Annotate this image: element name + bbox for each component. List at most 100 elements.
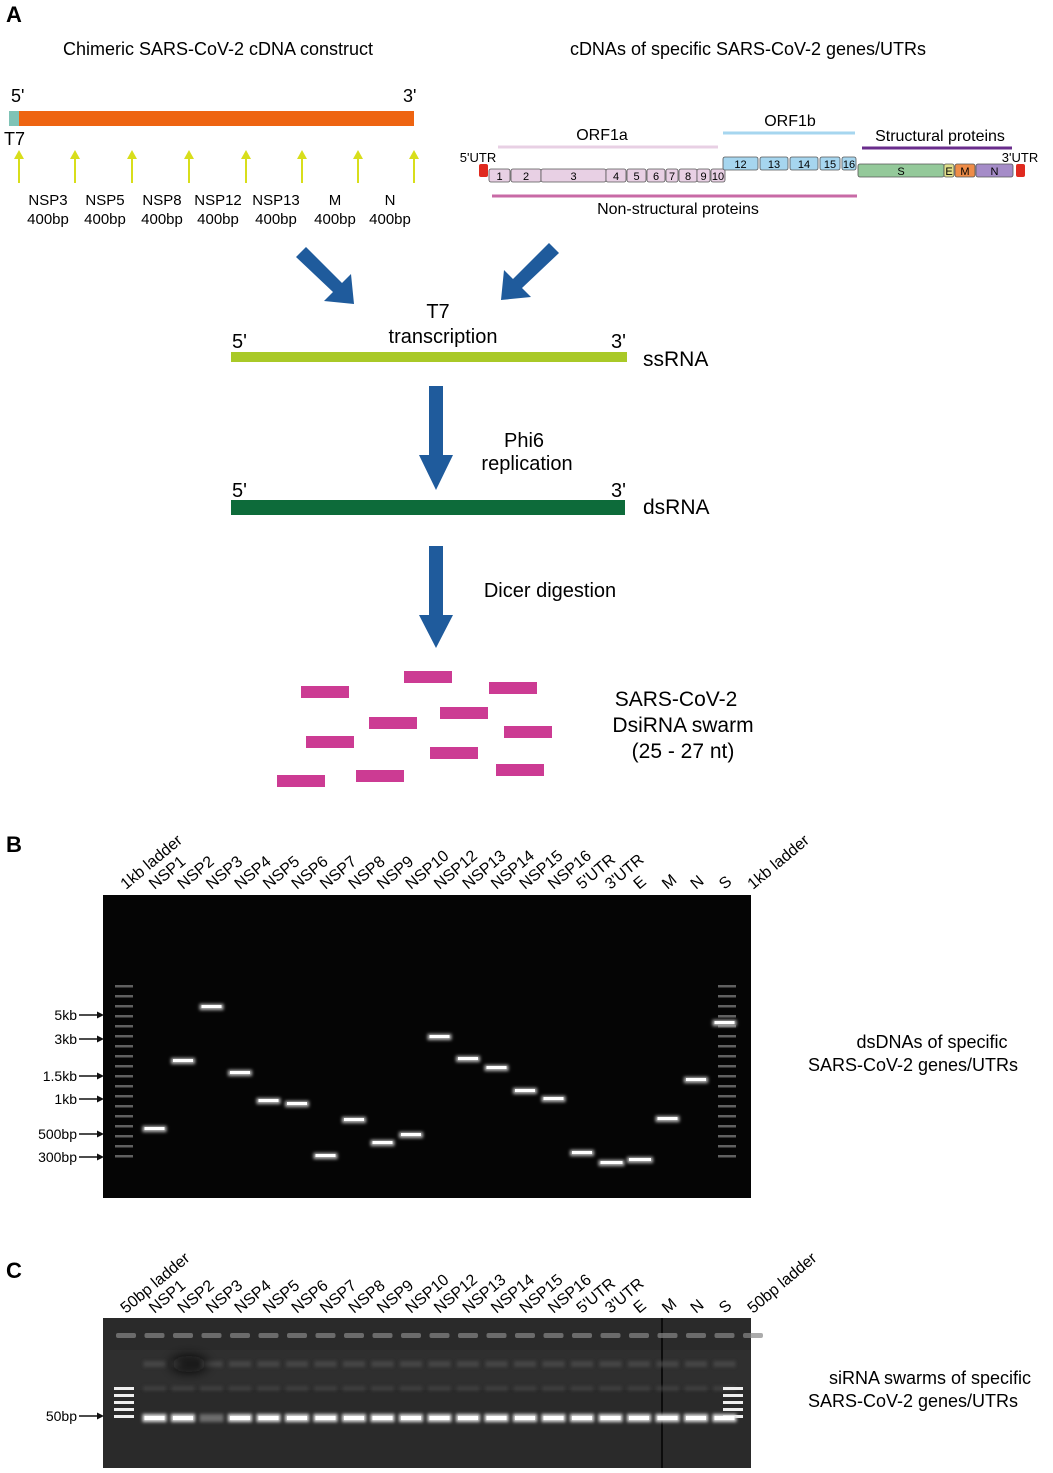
smear-band bbox=[628, 1386, 650, 1391]
lane-label-50bp-ladder: 50bp ladder bbox=[745, 1249, 821, 1317]
size-marker-arrowhead bbox=[97, 1130, 104, 1138]
sirna-fragment bbox=[277, 775, 325, 787]
smear-band bbox=[257, 1361, 280, 1367]
construct-3prime: 3' bbox=[403, 86, 416, 106]
lane-label-s: S bbox=[716, 873, 735, 893]
sirna-band-core bbox=[429, 1416, 450, 1420]
smear-band bbox=[286, 1386, 308, 1391]
nsp9-label: 9 bbox=[700, 171, 706, 183]
panel-c: C 50bp ladderNSP1NSP2NSP3NSP4NSP5NSP6NSP… bbox=[6, 1249, 1031, 1468]
ladder-band bbox=[718, 1155, 736, 1158]
dsdna-band-core bbox=[344, 1118, 364, 1121]
lane-label-n: N bbox=[688, 1297, 708, 1317]
gel-c-well bbox=[714, 1333, 735, 1338]
dsrna-label: dsRNA bbox=[643, 496, 710, 519]
panel-b-letter: B bbox=[6, 832, 22, 857]
gel-c-well bbox=[116, 1333, 136, 1338]
ladder-band bbox=[115, 1055, 133, 1058]
smear-band bbox=[685, 1361, 707, 1367]
dsdna-band-core bbox=[230, 1071, 250, 1074]
gel-b-caption-line2: SARS-CoV-2 genes/UTRs bbox=[808, 1055, 1018, 1075]
ladder-band bbox=[115, 1135, 133, 1138]
insert-marker-arrowhead bbox=[184, 150, 194, 159]
nsp9-box bbox=[696, 168, 711, 183]
nsp15-box bbox=[819, 156, 841, 171]
smear-band bbox=[685, 1386, 707, 1391]
orf1b-label: ORF1b bbox=[764, 113, 816, 130]
t7-promoter-segment bbox=[9, 111, 19, 126]
smear-band bbox=[514, 1386, 536, 1391]
dsrna-5prime: 5' bbox=[232, 480, 247, 502]
smear-band bbox=[200, 1361, 223, 1367]
nsp10-box bbox=[710, 168, 726, 183]
dsdna-band-core bbox=[201, 1005, 222, 1008]
gel-b-image bbox=[103, 895, 751, 1198]
swarm-line3: (25 - 27 nt) bbox=[632, 740, 735, 763]
smear-band bbox=[286, 1361, 308, 1367]
sirna-fragment bbox=[440, 707, 488, 719]
size-marker-500bp: 500bp bbox=[38, 1126, 77, 1142]
gene-n-label: N bbox=[991, 166, 999, 178]
ladder-band bbox=[115, 1115, 133, 1118]
nsp12-box bbox=[722, 156, 759, 171]
ladder-band bbox=[718, 1045, 736, 1048]
insert-name-n: N bbox=[385, 192, 396, 209]
insert-name-m: M bbox=[329, 192, 342, 209]
ladder-band bbox=[115, 985, 133, 988]
sirna-fragment bbox=[306, 736, 354, 748]
ladder-band bbox=[718, 1115, 736, 1118]
ladder-band bbox=[114, 1394, 134, 1397]
gel-c-image bbox=[103, 1318, 751, 1468]
sirna-fragment bbox=[369, 717, 417, 729]
gel-c-lane-labels: 50bp ladderNSP1NSP2NSP3NSP4NSP5NSP6NSP7N… bbox=[118, 1249, 821, 1317]
sirna-band-core bbox=[458, 1416, 478, 1420]
smear-band bbox=[143, 1386, 166, 1391]
gel-c-caption-line2: SARS-CoV-2 genes/UTRs bbox=[808, 1391, 1018, 1411]
ladder-band bbox=[114, 1415, 134, 1418]
gel-c-well bbox=[201, 1333, 222, 1338]
ladder-band bbox=[723, 1401, 743, 1404]
gel-c-smear-zone bbox=[103, 1350, 751, 1390]
nsp1-box bbox=[488, 168, 511, 183]
panel-c-letter: C bbox=[6, 1258, 22, 1283]
structural-proteins-label: Structural proteins bbox=[875, 128, 1005, 145]
ladder-band bbox=[115, 1025, 133, 1028]
gel-c-well bbox=[657, 1333, 678, 1338]
panel-a-letter: A bbox=[6, 2, 22, 27]
smear-band bbox=[172, 1386, 194, 1391]
gel-c-well bbox=[629, 1333, 649, 1338]
insert-marker-arrowhead bbox=[297, 150, 307, 159]
sirna-band-core bbox=[315, 1416, 336, 1420]
gel-c-well bbox=[287, 1333, 307, 1338]
sirna-band-core bbox=[144, 1416, 165, 1420]
smear-band bbox=[229, 1361, 251, 1367]
ladder-band bbox=[115, 1085, 133, 1088]
sirna-band-core bbox=[657, 1416, 678, 1420]
sirna-band-core bbox=[173, 1416, 193, 1420]
insert-name-nsp5: NSP5 bbox=[85, 192, 124, 209]
nsp6-box bbox=[646, 168, 666, 183]
sirna-band-core bbox=[714, 1416, 735, 1420]
nsp16-box bbox=[841, 156, 857, 171]
nsp2-label: 2 bbox=[523, 171, 529, 183]
ladder-band bbox=[115, 995, 133, 998]
smear-band bbox=[229, 1386, 251, 1391]
insert-size-label: 400bp bbox=[314, 211, 356, 228]
dsdna-band-core bbox=[144, 1127, 165, 1130]
nsp10-label: 10 bbox=[712, 171, 724, 183]
ladder-band bbox=[115, 1105, 133, 1108]
nsp13-box bbox=[759, 156, 789, 171]
size-marker-arrowhead bbox=[97, 1035, 104, 1043]
gel-c-well bbox=[230, 1333, 250, 1338]
smear-band bbox=[599, 1386, 622, 1391]
insert-marker-arrowhead bbox=[241, 150, 251, 159]
sirna-band-nsp3 bbox=[199, 1414, 224, 1422]
gel-c-bands bbox=[114, 1333, 763, 1422]
smear-band bbox=[257, 1386, 280, 1391]
insert-marker-arrowhead bbox=[70, 150, 80, 159]
ladder-band bbox=[115, 1065, 133, 1068]
gene-e-box bbox=[943, 163, 955, 178]
ladder-band bbox=[718, 1015, 736, 1018]
sirna-fragment bbox=[504, 726, 552, 738]
